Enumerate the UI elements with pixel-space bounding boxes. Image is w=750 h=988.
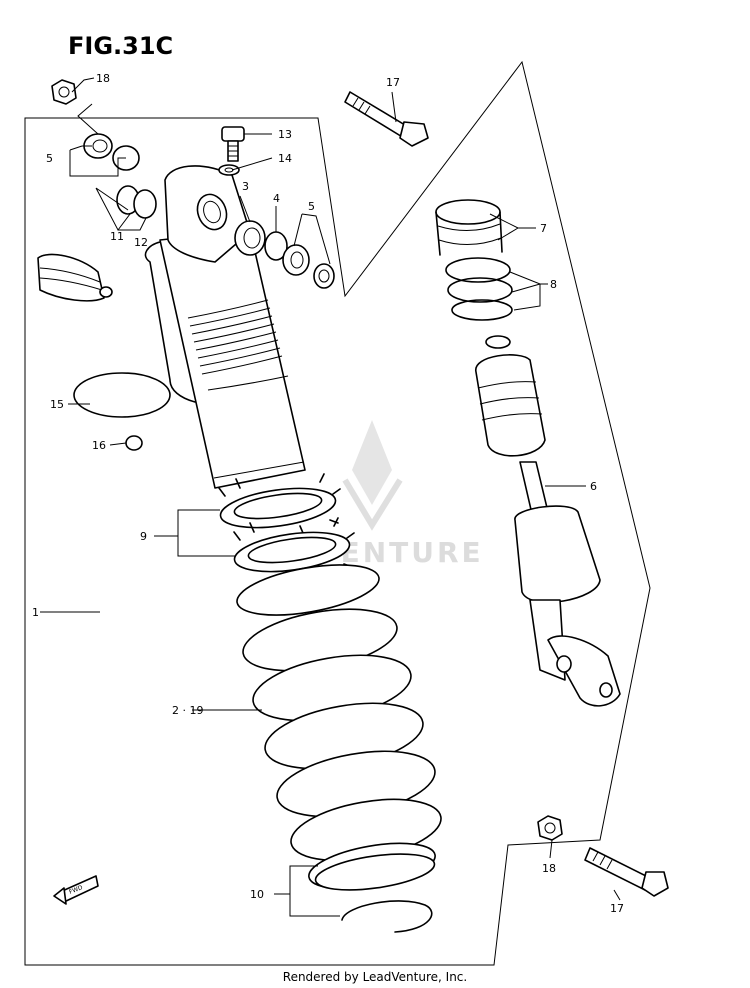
forward-arrow-icon: FWD [53,875,99,905]
bolt-17-bottom [584,847,669,897]
callout-2-19: 2 · 19 [172,704,204,717]
callout-10: 10 [250,888,264,901]
nut-18-bottom [537,815,563,841]
lock-nut-lower [233,517,355,578]
lock-nut-upper [218,473,341,534]
footer-credit: Rendered by LeadVenture, Inc. [282,970,468,984]
callout-17-bottom: 17 [610,902,624,915]
callout-13: 13 [278,128,292,141]
callout-5-right: 5 [308,200,315,213]
callout-15: 15 [50,398,64,411]
coil-spring [236,564,442,890]
callout-16: 16 [92,439,106,452]
bump-rubber-7 [435,199,503,256]
figure-title: FIG.31C [68,32,174,60]
callout-6: 6 [590,480,597,493]
callout-12: 12 [134,236,148,249]
shock-absorber-body [144,165,306,489]
callout-1: 1 [32,606,39,619]
callout-5-left: 5 [46,152,53,165]
bolt-13 [221,126,245,162]
fwd-label: FWD [68,884,84,896]
spring-seat [314,853,436,933]
upper-collar-parts [234,220,335,289]
circlip-15 [73,372,171,418]
bump-stop-left [37,253,113,302]
damper-rod-6 [475,335,621,707]
callout-18-top: 18 [96,72,110,85]
callout-14: 14 [278,152,292,165]
callout-9: 9 [140,530,147,543]
callout-18-bottom: 18 [542,862,556,875]
callout-17-top: 17 [386,76,400,89]
callout-7: 7 [540,222,547,235]
spring-8 [445,257,513,321]
washer-14 [218,164,240,176]
clip-16 [125,435,143,451]
callout-4: 4 [273,192,280,205]
group-outline-left [24,60,651,966]
callout-3: 3 [242,180,249,193]
bolt-17-top [344,91,429,147]
callout-8: 8 [550,278,557,291]
callout-11: 11 [110,230,124,243]
leader-lines [40,77,621,917]
nut-18-top [51,79,77,105]
